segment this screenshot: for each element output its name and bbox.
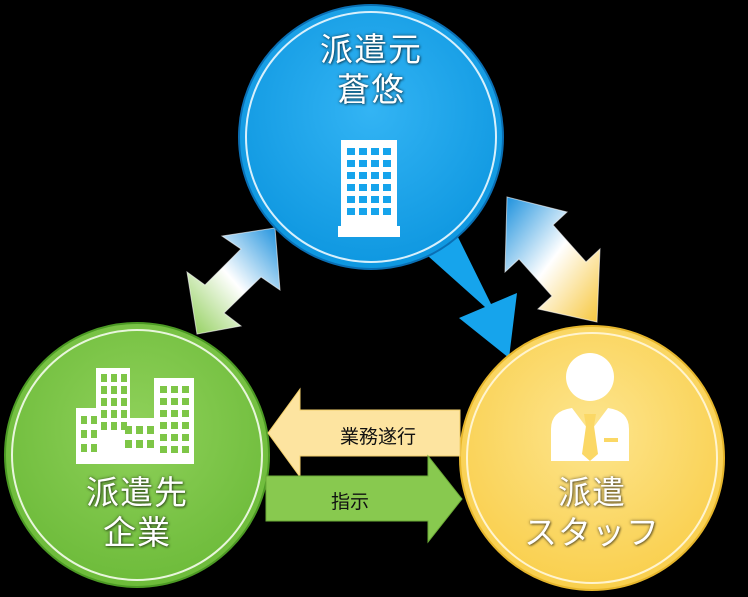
client-label: 派遣先 企業 bbox=[62, 473, 212, 554]
client-label-line2: 企業 bbox=[103, 513, 171, 553]
staff-label-line1: 派遣 bbox=[558, 473, 626, 512]
arrow-dispatcher-client bbox=[186, 227, 281, 335]
arrow-dispatch-to-staff bbox=[419, 233, 517, 358]
city-buildings-icon bbox=[76, 368, 194, 464]
dispatcher-circle bbox=[238, 4, 504, 270]
client-label-line1: 派遣先 bbox=[86, 473, 188, 512]
staff-label: 派遣 スタッフ bbox=[502, 473, 682, 554]
business-person-icon bbox=[551, 353, 629, 461]
duties-arrow-label: 業務遂行 bbox=[339, 426, 416, 448]
office-building-icon bbox=[338, 140, 400, 237]
staff-label-line2: スタッフ bbox=[524, 513, 660, 553]
dispatcher-label-line1: 派遣元 bbox=[320, 30, 422, 69]
instructions-arrow-label: 指示 bbox=[330, 491, 369, 513]
arrow-duties bbox=[267, 387, 461, 479]
arrow-dispatcher-staff bbox=[504, 196, 601, 323]
dispatcher-label: 派遣元 蒼悠 bbox=[301, 30, 441, 111]
dispatcher-label-line2: 蒼悠 bbox=[337, 70, 405, 110]
arrow-instructions bbox=[265, 454, 463, 544]
